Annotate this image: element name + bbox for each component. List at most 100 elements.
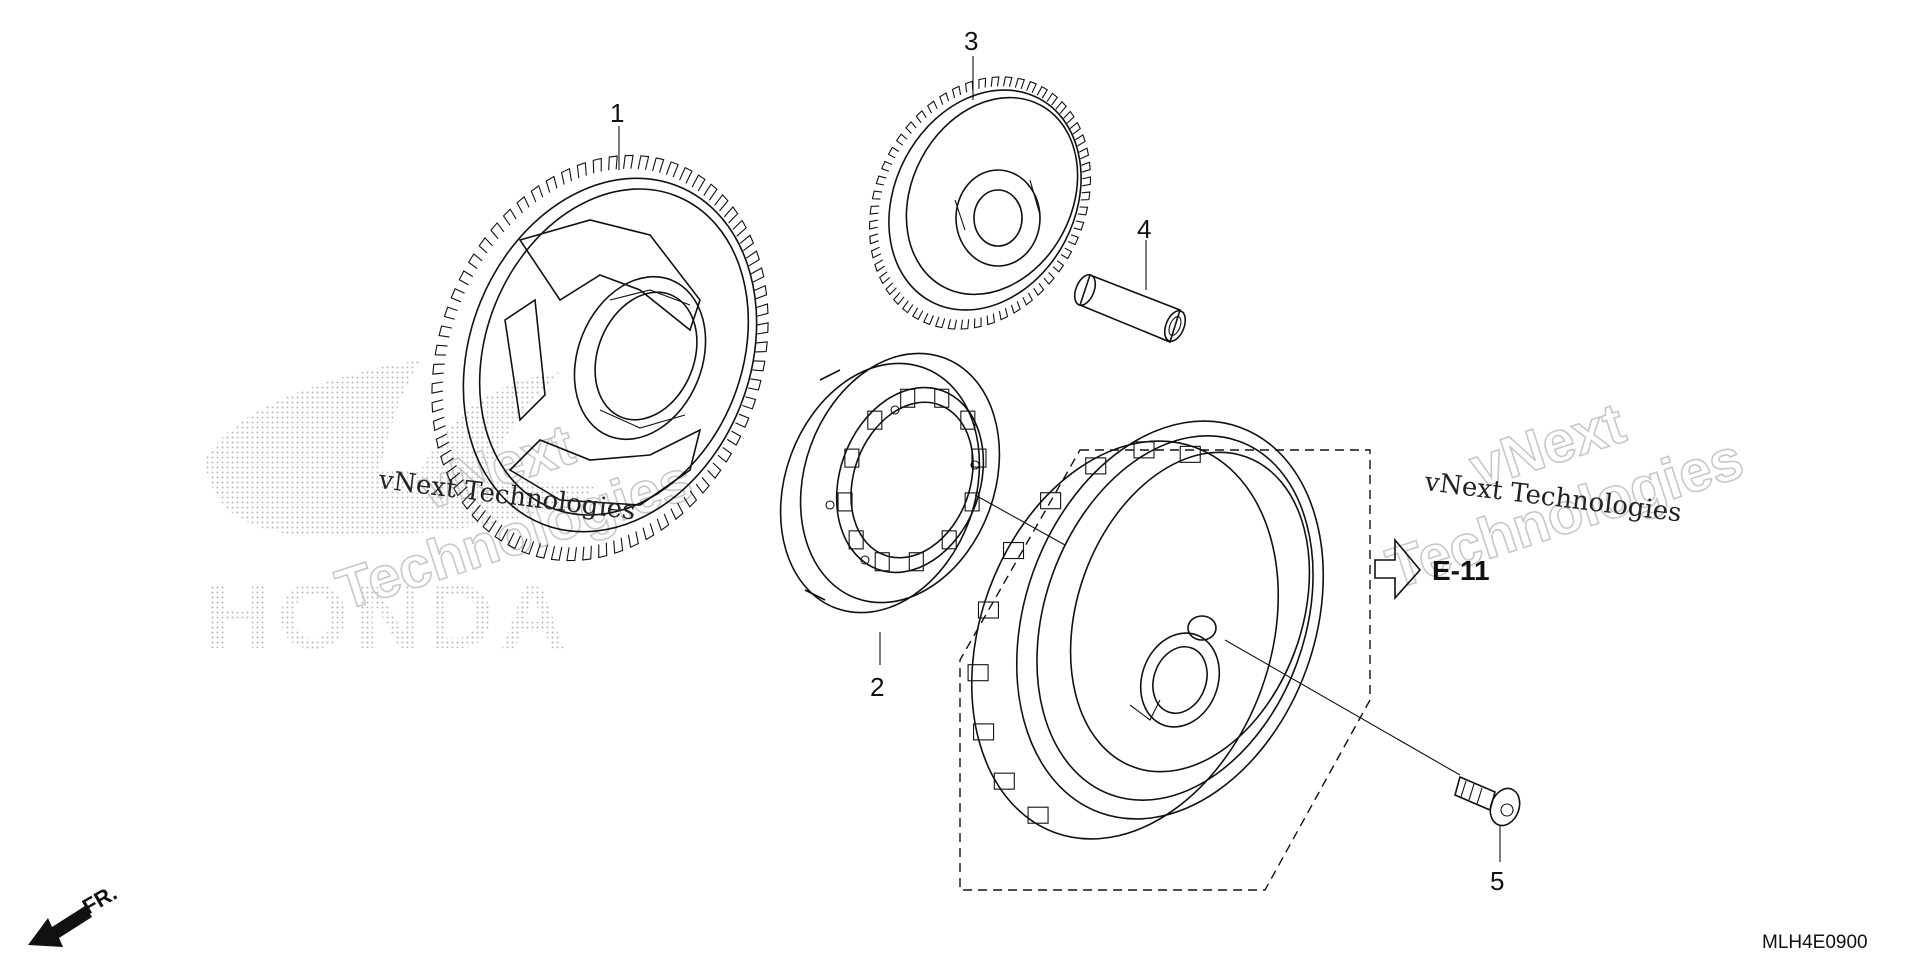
gear-tooth	[679, 166, 693, 184]
reference-e11[interactable]: E-11	[1374, 537, 1490, 601]
flywheel-slot	[993, 772, 1015, 790]
gear-tooth	[964, 80, 974, 93]
callout-number-4: 4	[1137, 214, 1151, 244]
gear-tooth	[482, 515, 497, 533]
gear-tooth	[670, 502, 684, 521]
flywheel-slot	[1027, 806, 1049, 824]
gear-tooth	[443, 306, 458, 320]
flywheel-slot	[1179, 445, 1201, 463]
gear-tooth	[530, 185, 544, 203]
gear-tooth	[754, 284, 768, 300]
gear-tooth	[494, 524, 509, 542]
gear-tooth	[717, 446, 733, 463]
gear-tooth	[726, 430, 742, 446]
gear-tooth	[642, 523, 655, 541]
gear-tooth	[656, 513, 670, 531]
part-starter-clutch-outer	[967, 420, 1325, 840]
gear-tooth	[1033, 283, 1045, 296]
gear-tooth	[926, 100, 938, 114]
diagram-code: MLH4E0900	[1762, 932, 1868, 953]
gear-tooth	[1010, 301, 1021, 314]
gear-tooth	[714, 193, 729, 212]
gear-tooth	[478, 237, 493, 254]
clutch-roller	[908, 552, 924, 572]
gear-tooth	[880, 160, 893, 172]
gear-tooth	[978, 77, 987, 89]
gear-tooth	[923, 313, 934, 326]
part-2-starter-one-way-clutch	[779, 352, 1001, 614]
gear-tooth	[875, 175, 887, 186]
gear-tooth	[879, 271, 891, 285]
front-direction-indicator: FR.	[28, 880, 121, 947]
callout-1: 1	[610, 98, 624, 170]
gear-tooth	[742, 396, 757, 410]
gear-tooth	[1060, 247, 1073, 260]
gear-tooth	[598, 542, 608, 559]
reference-label: E-11	[1432, 555, 1490, 586]
clutch-roller	[867, 410, 883, 430]
flywheel-slot	[1133, 441, 1155, 459]
gear-tooth	[560, 167, 572, 185]
gear-tooth	[637, 155, 650, 170]
gear-tooth	[745, 250, 760, 267]
gear-tooth	[432, 416, 446, 432]
gear-tooth	[613, 537, 624, 555]
gear-tooth	[703, 183, 718, 201]
gear-tooth	[432, 363, 445, 375]
gear-tooth	[934, 316, 946, 329]
gear-tooth	[998, 308, 1009, 321]
gear-tooth	[576, 161, 587, 179]
gear-tooth	[905, 121, 917, 134]
gear-tooth	[1081, 161, 1091, 173]
clutch-roller	[837, 492, 853, 512]
gear-tooth	[895, 133, 908, 146]
gear-tooth	[750, 267, 765, 283]
gear-tooth	[901, 300, 914, 314]
gear-tooth	[438, 325, 453, 338]
gear-tooth	[1063, 110, 1075, 124]
gear-tooth	[651, 157, 665, 173]
gear-tooth	[732, 219, 747, 237]
gear-tooth	[450, 287, 465, 303]
gear-tooth	[915, 110, 927, 123]
callout-4: 4	[1137, 214, 1151, 290]
gear-tooth	[691, 174, 706, 192]
gear-tooth	[887, 146, 900, 159]
gear-tooth	[1073, 220, 1085, 231]
gear-tooth	[1077, 206, 1089, 216]
clutch-roller	[874, 552, 890, 572]
honda-wordmark: HONDA	[205, 566, 572, 668]
gear-tooth	[683, 490, 698, 508]
gear-tooth	[911, 307, 924, 321]
gear-tooth	[1046, 92, 1059, 106]
assembly-axis-line	[974, 494, 1461, 776]
gear-tooth	[1074, 134, 1086, 147]
gear-tooth	[869, 233, 879, 245]
clutch-roller	[960, 410, 976, 430]
gear-tooth	[535, 543, 549, 559]
gear-tooth	[1002, 76, 1013, 87]
flywheel-slot	[1040, 492, 1062, 510]
gear-tooth	[431, 381, 444, 394]
gear-tooth	[1080, 191, 1091, 201]
flywheel-slot	[973, 723, 995, 741]
gear-tooth	[502, 208, 517, 226]
gear-tooth	[467, 253, 483, 270]
gear-tooth	[939, 92, 950, 105]
clutch-roller	[964, 492, 980, 512]
gear-tooth	[1043, 272, 1055, 285]
gear-tooth	[440, 449, 455, 466]
clutch-roller	[844, 448, 860, 468]
gear-tooth	[960, 319, 970, 330]
gear-tooth	[445, 464, 461, 482]
flywheel-slot	[1085, 457, 1107, 475]
clutch-roller	[934, 388, 950, 408]
gear-tooth	[1082, 176, 1092, 187]
gear-teeth	[868, 76, 1092, 330]
gear-tooth	[973, 317, 982, 329]
gear-tooth	[874, 259, 886, 272]
gear-tooth	[756, 322, 769, 335]
gear-tooth	[695, 477, 710, 494]
gear-tooth	[947, 319, 958, 330]
